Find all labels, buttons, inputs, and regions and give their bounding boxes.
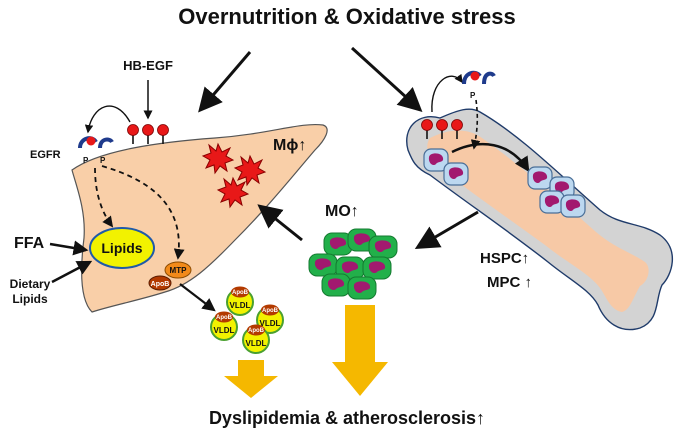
- arrow-ffa-to-lipids: [49, 240, 89, 256]
- hsc-cell-3: [527, 166, 553, 190]
- vldl-particle-2: ApoB VLDL: [210, 311, 238, 341]
- monocyte-label: MO↑: [325, 203, 359, 220]
- svg-text:P: P: [100, 156, 106, 165]
- mpc-label: MPC ↑: [487, 274, 532, 291]
- ffa-label: FFA: [14, 235, 45, 252]
- ligand-liver-2: [141, 123, 155, 145]
- apob-protein: [148, 275, 172, 291]
- arrow-title-to-bone: [350, 46, 423, 113]
- dietary-label-1: Dietary: [10, 277, 51, 291]
- svg-text:VLDL: VLDL: [260, 319, 281, 328]
- ligand-liver-3: [156, 123, 170, 145]
- svg-text:ApoB: ApoB: [262, 308, 279, 314]
- macrophage-label: Mɸ↑: [273, 137, 306, 154]
- dietary-label-2: Lipids: [12, 292, 48, 306]
- title-text: Overnutrition & Oxidative stress: [178, 4, 515, 29]
- dashed-arrow-bone: [470, 99, 481, 150]
- gold-arrow-monocytes: [332, 305, 388, 396]
- vldl-particle-4: ApoB VLDL: [242, 324, 270, 354]
- svg-text:ApoB: ApoB: [248, 328, 265, 334]
- arrow-dietary-to-lipids: [51, 260, 93, 284]
- monocyte-cluster: [308, 228, 398, 300]
- arrow-title-to-liver: [198, 51, 252, 113]
- apob-label: ApoB: [151, 281, 170, 288]
- vldl-particle-1: ApoB VLDL: [226, 286, 254, 316]
- egfr-receptor: P P: [78, 136, 114, 165]
- bone-marrow: [427, 130, 649, 312]
- svg-text:P: P: [470, 91, 476, 100]
- svg-text:P: P: [83, 156, 89, 165]
- dashed-arrow-egfr-to-mtp: [101, 165, 185, 260]
- svg-text:VLDL: VLDL: [214, 326, 235, 335]
- hsc-cell-6: [560, 194, 586, 218]
- bottom-outcome-text: Dyslipidemia & atherosclerosis↑: [209, 408, 485, 428]
- arrow-monocytes-to-liver: [257, 204, 303, 242]
- svg-text:ApoB: ApoB: [216, 315, 233, 321]
- mtp-protein: [164, 261, 192, 279]
- svg-text:VLDL: VLDL: [246, 339, 267, 348]
- bone-egfr-receptor: P: [462, 70, 496, 100]
- hsc-cell-2: [443, 162, 469, 186]
- hspc-label: HSPC↑: [480, 250, 529, 267]
- arrow-ligand-to-egfr: [84, 105, 131, 134]
- arrow-hsc-differentiation: [451, 142, 530, 173]
- arrow-bone-ligand-to-receptor: [431, 73, 463, 113]
- hb-egf-label: HB-EGF: [123, 58, 173, 73]
- gold-arrow-vldl: [224, 360, 278, 398]
- svg-text:ApoB: ApoB: [232, 290, 249, 296]
- lipids-label: Lipids: [101, 240, 142, 256]
- ligand-liver-1: [126, 123, 140, 145]
- mtp-label: MTP: [170, 266, 188, 275]
- vldl-particle-3: ApoB VLDL: [256, 304, 284, 334]
- arrow-bone-to-monocytes: [414, 210, 479, 250]
- dashed-arrow-egfr-to-lipids: [94, 167, 114, 228]
- svg-text:VLDL: VLDL: [230, 301, 251, 310]
- arrow-mtp-to-vldl: [179, 283, 216, 312]
- lipids-droplet: [89, 227, 155, 269]
- egfr-label: EGFR: [30, 149, 61, 161]
